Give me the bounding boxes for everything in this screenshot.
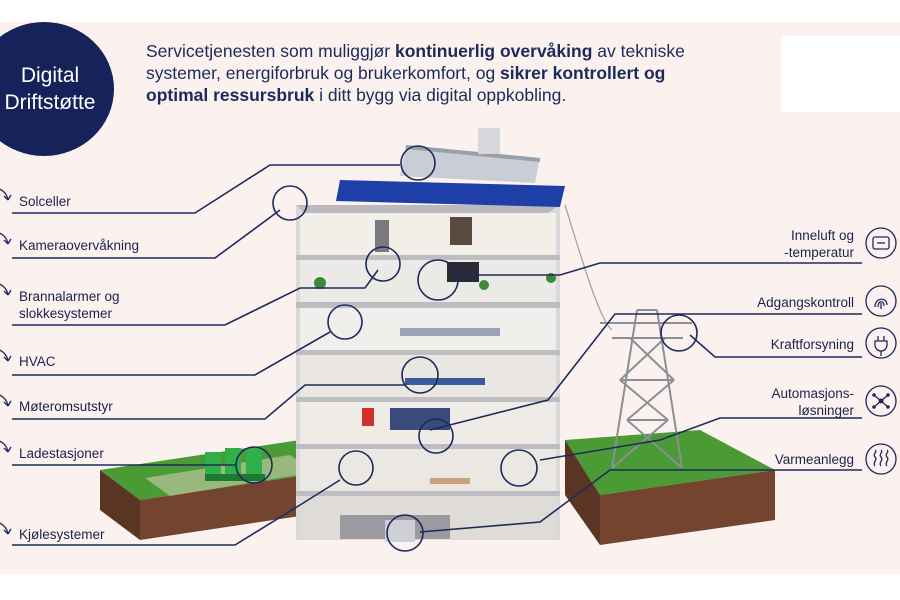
roof-solar: [336, 128, 565, 207]
leader-lines-right: [419, 262, 862, 533]
cycle-arrow-icon: [0, 522, 12, 535]
cycle-arrow-icon: [0, 232, 12, 245]
fingerprint-icon: [865, 285, 897, 317]
label-brannalarmer-2: slokkesystemer: [19, 306, 113, 321]
label-inneluft-2: -temperatur: [784, 245, 854, 260]
label-ladestasjoner: Ladestasjoner: [19, 446, 104, 461]
label-brannalarmer-1: Brannalarmer og: [19, 289, 120, 304]
intro-text: Servicetjenesten som muliggjør kontinuer…: [146, 40, 706, 106]
thermostat-icon: [865, 227, 897, 259]
highlight-circles: [235, 145, 698, 552]
label-varmeanlegg: Varmeanlegg: [774, 452, 854, 467]
intro-part2: av tekniske systemer, energiforbruk og b…: [146, 41, 685, 83]
ground-right: [565, 430, 775, 545]
label-solceller: Solceller: [19, 194, 71, 209]
title-badge: Digital Driftstøtte: [0, 22, 114, 156]
cycle-arrow-icon: [0, 283, 12, 296]
label-kameraovervakning: Kameraovervåkning: [19, 238, 140, 253]
badge-line1: Digital: [20, 64, 80, 87]
label-kjolesystemer: Kjølesystemer: [19, 527, 105, 542]
badge-line2: Driftstøtte: [4, 91, 96, 114]
label-kraftforsyning: Kraftforsyning: [770, 337, 854, 352]
label-inneluft-1: Inneluft og: [790, 228, 854, 243]
label-hvac: HVAC: [19, 354, 56, 369]
power-plug-icon: [865, 327, 897, 359]
cycle-arrow-icon: [0, 394, 12, 407]
label-automasjon-2: løsninger: [798, 403, 854, 418]
label-moteromsutstyr: Møteromsutstyr: [19, 399, 113, 414]
leader-lines-left: [12, 164, 405, 546]
building: [296, 205, 560, 542]
power-tower: [564, 204, 692, 469]
automation-network-icon: [865, 385, 897, 417]
intro-part3: i ditt bygg via digital oppkobling.: [314, 85, 567, 105]
charging-station: [205, 448, 265, 481]
label-adgangskontroll: Adgangskontroll: [757, 295, 854, 310]
intro-bold2: sikrer kontrollert og optimal ressursbru…: [146, 63, 666, 105]
intro-part1: Servicetjenesten som muliggjør: [146, 41, 395, 61]
intro-bold1: kontinuerlig overvåking: [394, 41, 593, 61]
label-automasjon-1: Automasjons-: [771, 386, 854, 401]
heat-waves-icon: [865, 443, 897, 475]
blank-box: [781, 36, 900, 112]
cycle-arrow-icon: [0, 188, 12, 201]
cycle-arrow-icon: [0, 349, 12, 362]
cycle-arrow-icon: [0, 440, 12, 453]
